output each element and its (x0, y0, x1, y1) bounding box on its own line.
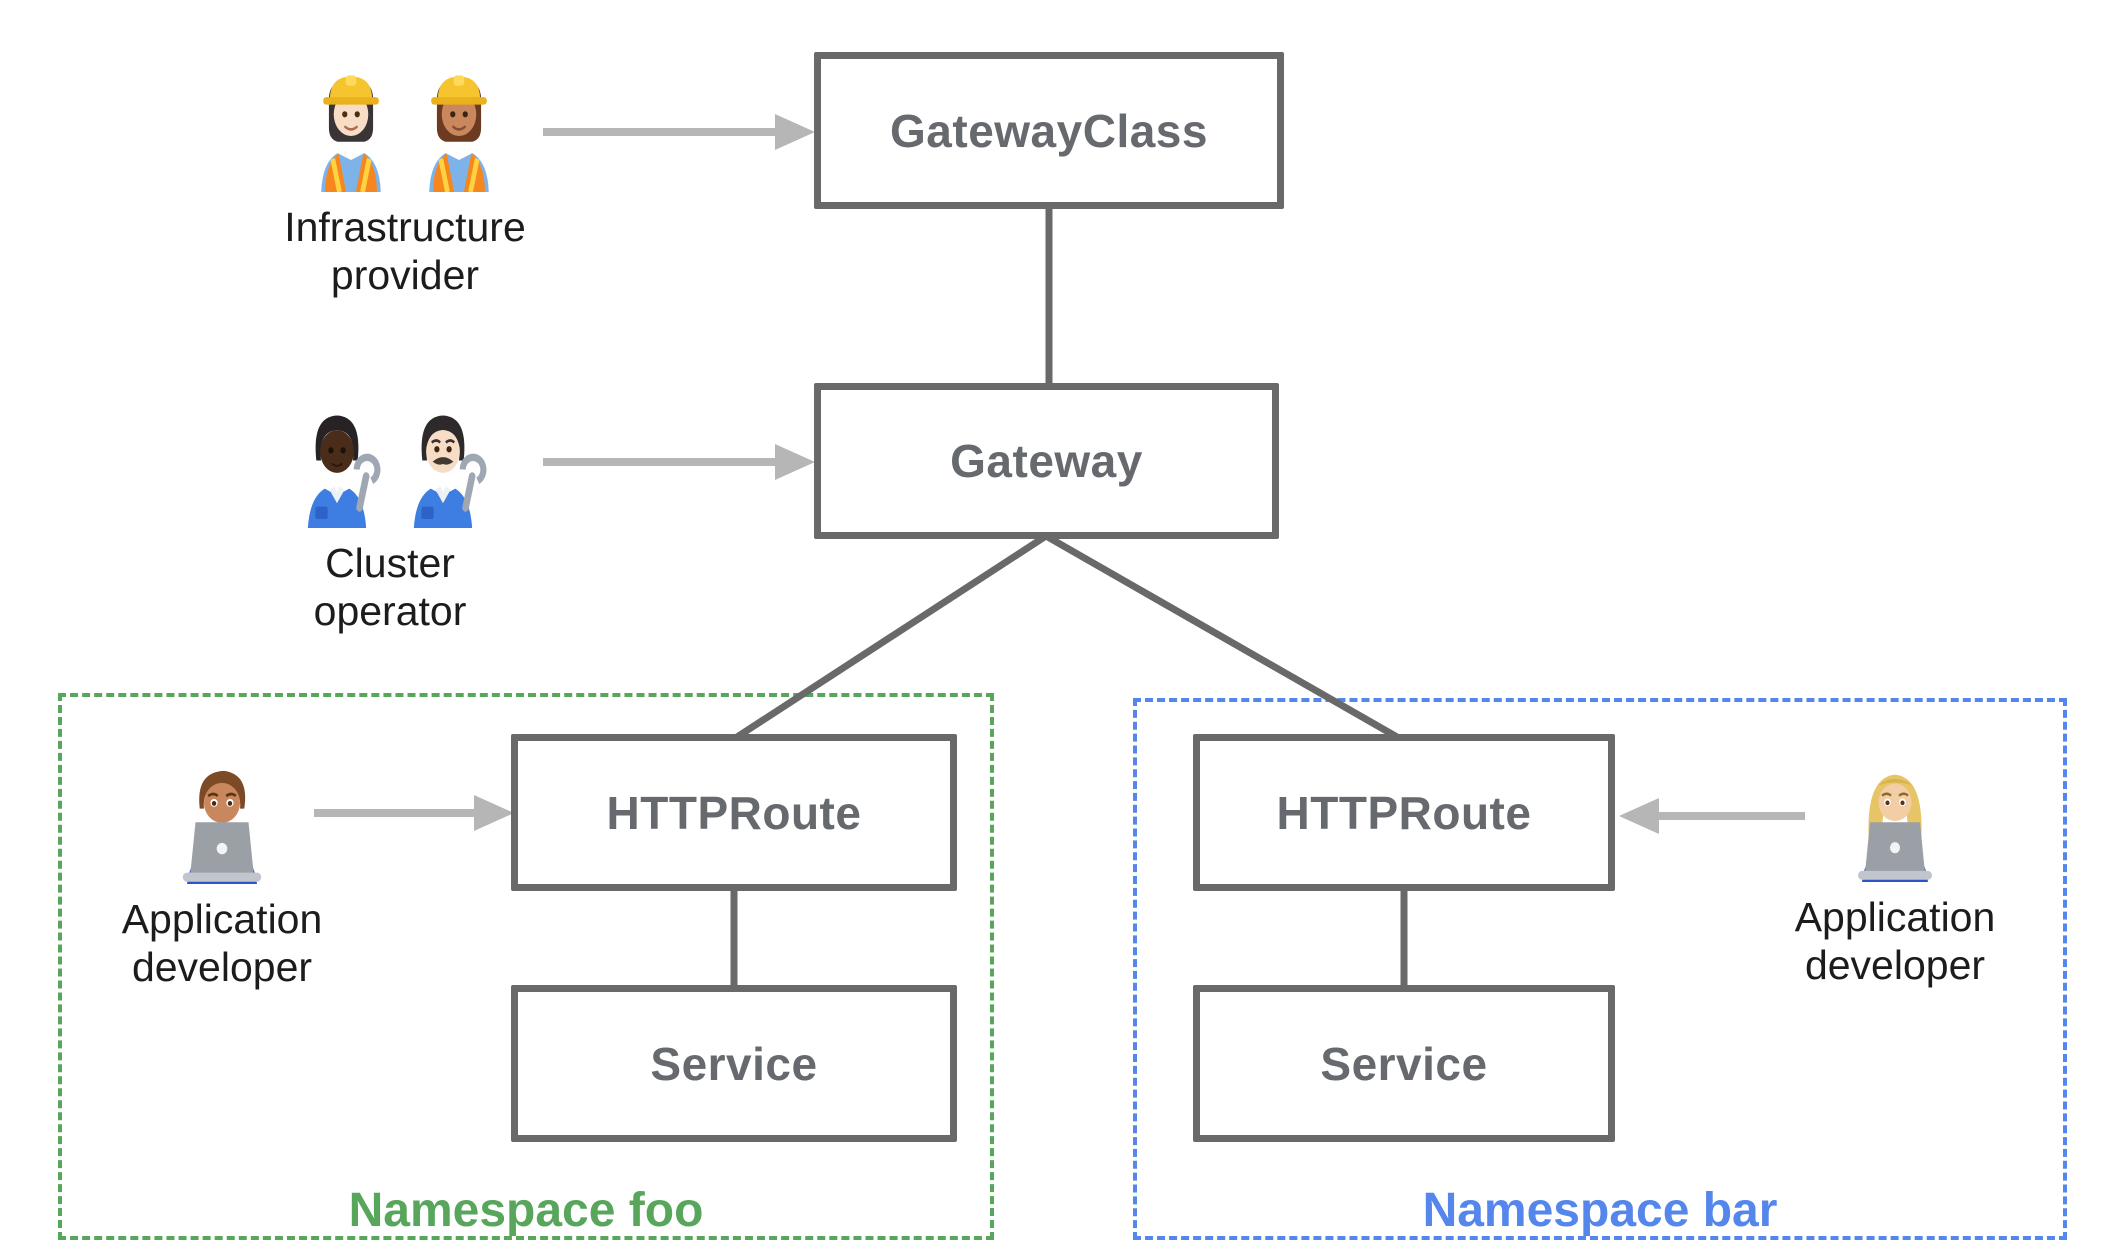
httproute-foo-label: HTTPRoute (606, 786, 862, 839)
node-gateway: Gateway (814, 383, 1279, 539)
node-gatewayclass: GatewayClass (814, 52, 1284, 209)
app-developer-foo-label: Application developer (121, 896, 323, 990)
man-mechanic-light-icon (413, 415, 487, 528)
node-service-bar: Service (1193, 985, 1615, 1142)
actor-cluster-operator: Cluster operator (230, 402, 550, 635)
app-developer-bar-label: Application developer (1794, 894, 1996, 988)
service-foo-label: Service (650, 1037, 818, 1090)
gatewayclass-label: GatewayClass (890, 104, 1208, 157)
cluster-operator-label: Cluster operator (313, 540, 467, 634)
edge-gateway-httproute-bar (1044, 532, 1399, 741)
arrowhead-to-gateway (775, 444, 815, 480)
man-technologist-emoji-figure (182, 770, 262, 884)
man-technologist-icon (169, 756, 275, 884)
arrowhead-to-httproute-bar (1619, 798, 1659, 834)
arrowhead-to-gatewayclass (775, 114, 815, 150)
construction-worker-icons (303, 64, 507, 192)
actor-app-developer-bar: Application developer (1775, 758, 2015, 989)
woman-construction-worker-medium-icon (429, 75, 489, 192)
gateway-label: Gateway (950, 435, 1143, 487)
node-httproute-bar: HTTPRoute (1193, 734, 1615, 891)
infrastructure-provider-label: Infrastructure provider (284, 204, 526, 298)
arrowhead-to-httproute-foo (474, 795, 514, 831)
woman-construction-worker-light-icon (321, 75, 381, 192)
actor-app-developer-foo: Application developer (102, 756, 342, 991)
mechanic-dark-icon (307, 415, 381, 528)
edge-gateway-httproute-foo (735, 533, 1048, 740)
namespace-foo-label: Namespace foo (348, 1183, 704, 1237)
node-httproute-foo: HTTPRoute (511, 734, 957, 891)
service-bar-label: Service (1320, 1037, 1488, 1090)
actor-infrastructure-provider: Infrastructure provider (245, 64, 565, 299)
woman-technologist-icon (1845, 758, 1945, 882)
node-service-foo: Service (511, 985, 957, 1142)
httproute-bar-label: HTTPRoute (1276, 786, 1532, 839)
namespace-foo-boundary: Namespace foo (58, 693, 994, 1240)
mechanic-icons (290, 402, 490, 528)
woman-technologist-emoji-figure (1858, 774, 1932, 882)
namespace-bar-label: Namespace bar (1422, 1183, 1778, 1237)
namespace-bar-boundary: Namespace bar (1133, 698, 2067, 1240)
